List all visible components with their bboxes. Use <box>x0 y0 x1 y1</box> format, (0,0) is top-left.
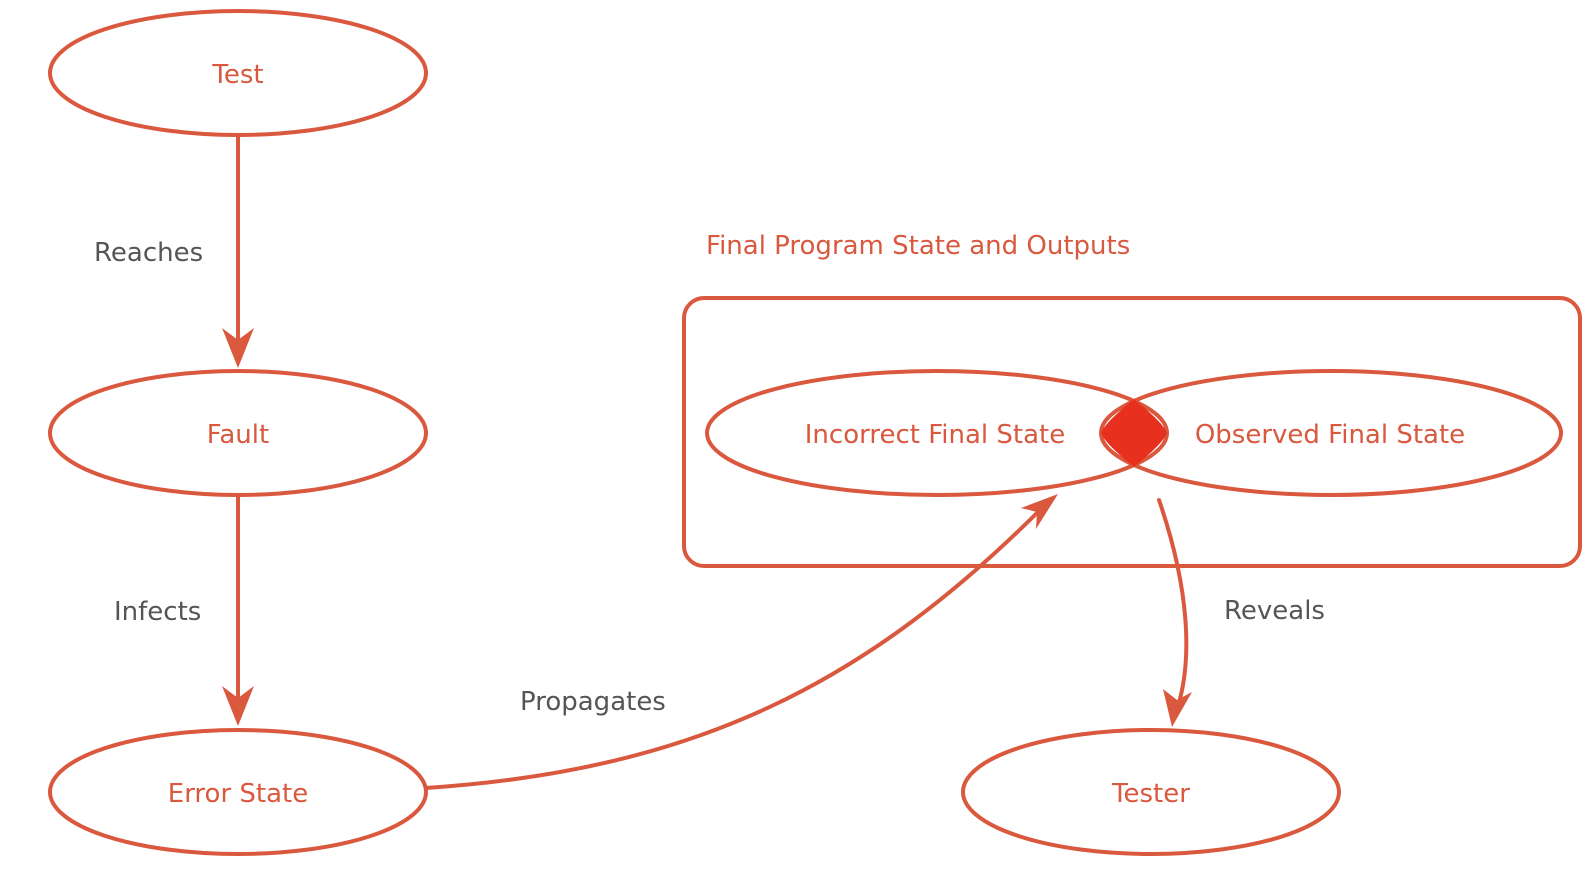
node-incorrect-final-state-label: Incorrect Final State <box>805 420 1065 450</box>
edge-reaches-arrowhead <box>222 328 254 368</box>
node-fault-label: Fault <box>207 420 269 450</box>
node-fault[interactable]: Fault <box>48 369 428 497</box>
edge-infects-arrowhead <box>222 686 254 726</box>
edge-propagates-label: Propagates <box>520 687 666 717</box>
group-title: Final Program State and Outputs <box>706 231 1130 261</box>
node-test[interactable]: Test <box>48 9 428 137</box>
node-tester-shape <box>961 728 1341 856</box>
edge-reveals-label: Reveals <box>1224 596 1325 626</box>
node-error-state-label: Error State <box>168 779 308 809</box>
edge-reveals-arrowhead <box>1163 689 1192 727</box>
node-observed-final-state[interactable]: Observed Final State <box>1099 369 1563 497</box>
node-tester-label: Tester <box>1111 779 1190 809</box>
edge-propagates-arrowhead <box>1021 494 1058 529</box>
node-tester[interactable]: Tester <box>961 728 1341 856</box>
node-error-state-shape <box>48 728 428 856</box>
edge-reveals-line <box>1157 498 1189 708</box>
edge-propagates-line <box>424 506 1044 790</box>
node-observed-final-state-label: Observed Final State <box>1195 420 1465 450</box>
final-state-group-box <box>682 296 1582 568</box>
state-intersection <box>1101 399 1167 467</box>
node-incorrect-final-state[interactable]: Incorrect Final State <box>705 369 1169 497</box>
node-error-state[interactable]: Error State <box>48 728 428 856</box>
edge-reaches-label: Reaches <box>94 238 203 268</box>
node-test-label: Test <box>211 60 263 90</box>
edge-infects-label: Infects <box>114 597 201 627</box>
